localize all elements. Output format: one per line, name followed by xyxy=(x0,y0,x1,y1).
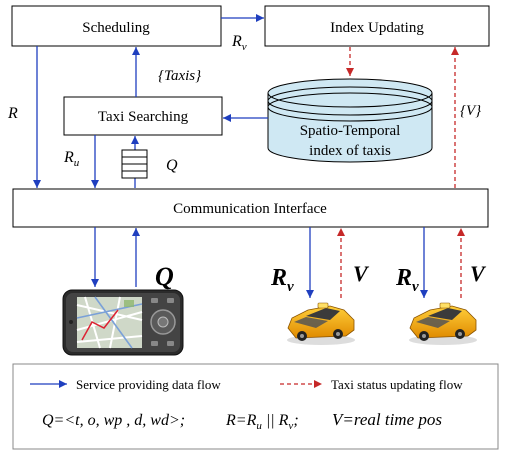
label-q-small: Q xyxy=(166,157,178,174)
legend-formula-r: R=Ru || Rv; xyxy=(225,412,299,432)
index-updating-box: Index Updating xyxy=(264,5,490,47)
scheduling-label: Scheduling xyxy=(82,20,150,36)
legend-blue-label: Service providing data flow xyxy=(76,377,221,392)
index-updating-label: Index Updating xyxy=(330,20,424,36)
label-v-1: V xyxy=(353,261,370,286)
label-q-big: Q xyxy=(155,262,174,291)
database-cylinder-icon: Spatio-Temporal index of taxis xyxy=(267,78,433,163)
red-flow-arrows xyxy=(337,47,465,298)
label-rv-2: Rv xyxy=(395,265,419,295)
taxi-searching-box: Taxi Searching xyxy=(63,96,223,136)
blue-flow-arrows xyxy=(33,14,428,298)
communication-interface-label: Communication Interface xyxy=(173,201,327,217)
label-v-set: {V} xyxy=(460,103,481,119)
database-label-line2: index of taxis xyxy=(309,143,391,159)
label-taxis-set: {Taxis} xyxy=(158,68,201,84)
communication-interface-box: Communication Interface xyxy=(12,188,489,228)
label-r-left: R xyxy=(7,105,18,122)
label-rv-1: Rv xyxy=(270,265,294,295)
label-v-2: V xyxy=(470,261,487,286)
database-label-line1: Spatio-Temporal xyxy=(300,123,401,139)
scheduling-box: Scheduling xyxy=(11,5,222,47)
taxi-car-icon xyxy=(287,302,355,345)
label-rv-top: Rv xyxy=(231,33,247,53)
label-ru: Ru xyxy=(63,149,80,169)
taxi-car-icon xyxy=(409,302,477,345)
smartphone-map-icon xyxy=(62,289,184,356)
legend: Service providing data flow Taxi status … xyxy=(12,363,499,450)
legend-formula-q: Q=<t, o, wp , d, wd>; xyxy=(42,412,185,429)
queue-stack-icon xyxy=(121,149,148,179)
legend-red-label: Taxi status updating flow xyxy=(331,377,463,392)
taxi-searching-label: Taxi Searching xyxy=(98,109,189,125)
legend-formula-v: V=real time pos xyxy=(332,410,442,429)
